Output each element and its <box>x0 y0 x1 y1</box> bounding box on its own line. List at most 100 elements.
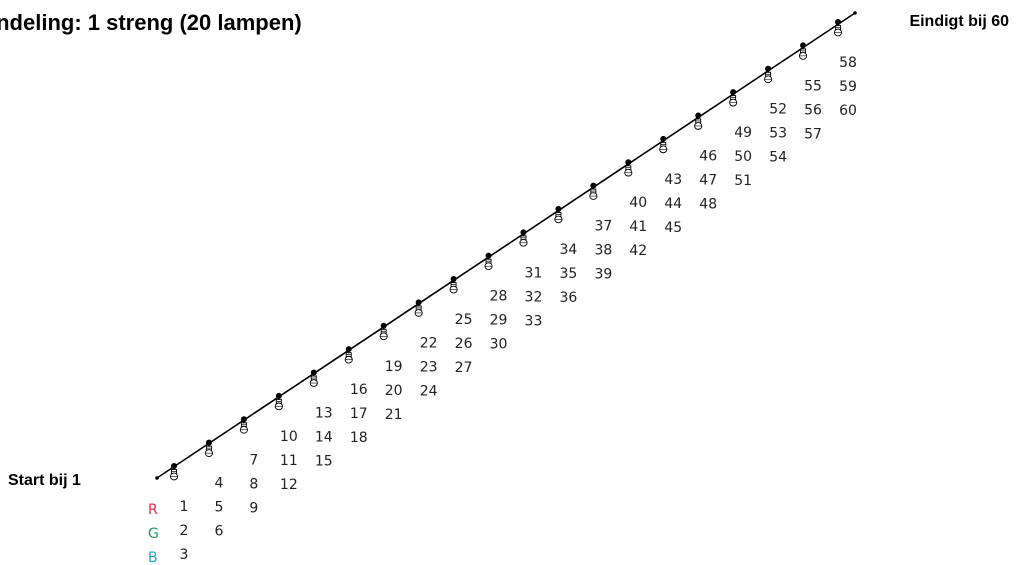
channel-number: 20 <box>385 383 403 399</box>
lamp-2: 4 5 6 <box>204 439 223 540</box>
channel-number: 37 <box>594 219 612 235</box>
bulb-icon <box>344 352 353 364</box>
bulb-icon <box>519 235 528 247</box>
channel-number: 19 <box>385 359 403 375</box>
channel-number: 51 <box>734 173 752 189</box>
channel-number: 28 <box>490 289 508 305</box>
channel-number: 54 <box>769 150 787 166</box>
channel-legend: RGB <box>148 502 159 565</box>
channel-number: 10 <box>280 429 298 445</box>
channel-number: 30 <box>490 337 508 353</box>
channel-number: 4 <box>214 476 223 492</box>
bulb-icon <box>379 328 388 341</box>
legend-channel-r: R <box>148 502 158 518</box>
channel-number: 46 <box>699 148 717 164</box>
legend-channel-g: G <box>148 526 159 542</box>
lamps-layer: 1234567891011121314151617181920212223242… <box>169 19 857 563</box>
channel-number: 22 <box>420 335 438 351</box>
channel-number: 23 <box>420 359 438 375</box>
channel-number: 60 <box>839 103 857 119</box>
channel-number: 41 <box>629 219 647 235</box>
channel-number: 14 <box>315 430 333 446</box>
lamp-3: 789 <box>239 416 258 516</box>
channel-number: 1 <box>180 499 189 515</box>
diagram-title: indeling: 1 streng (20 lampen) <box>0 10 302 35</box>
bulb-icon <box>729 95 738 107</box>
channel-number: 45 <box>664 220 682 236</box>
bulb-icon <box>554 211 563 224</box>
channel-number: 36 <box>560 290 578 306</box>
bulb-icon <box>449 282 458 294</box>
bulb-icon <box>414 305 423 317</box>
channel-number: 42 <box>629 243 647 259</box>
bulb-icon <box>694 118 703 130</box>
legend-channel-b: B <box>148 550 158 565</box>
bulb-icon <box>659 141 668 154</box>
channel-number: 47 <box>699 172 717 188</box>
channel-number: 9 <box>249 500 258 516</box>
lamp-15: 43 44 45 <box>659 135 682 236</box>
channel-number: 24 <box>420 383 438 399</box>
channel-number: 53 <box>769 126 787 142</box>
channel-number: 57 <box>804 126 822 142</box>
channel-number: 48 <box>699 196 717 212</box>
lamp-1: 1 2 3 <box>169 463 189 563</box>
channel-number: 44 <box>664 196 682 212</box>
wire-start-dot <box>155 476 159 480</box>
channel-number: 3 <box>180 547 189 563</box>
channel-number: 16 <box>350 382 368 398</box>
lamp-5: 13 14 15 <box>309 369 333 470</box>
channel-number: 33 <box>525 313 543 329</box>
bulb-icon <box>589 188 598 200</box>
bulb-icon <box>799 48 808 60</box>
channel-number: 6 <box>214 524 223 540</box>
bulb-icon <box>309 375 318 387</box>
bulb-icon <box>169 469 179 481</box>
string-wire <box>156 12 856 479</box>
channel-number: 15 <box>315 454 333 470</box>
channel-number: 55 <box>804 78 822 94</box>
lamp-7: 19 20 21 <box>379 322 403 423</box>
lamp-14: 40 41 42 <box>624 159 647 259</box>
channel-number: 7 <box>249 452 258 468</box>
channel-number: 13 <box>315 406 333 422</box>
bulb-icon <box>239 422 248 434</box>
bulb-icon <box>624 165 633 177</box>
channel-number: 31 <box>525 265 543 281</box>
wire-end-dot <box>853 11 857 15</box>
channel-number: 5 <box>214 500 223 516</box>
lamp-4: 10 11 12 <box>274 392 298 493</box>
end-label: Eindigt bij 60 <box>909 13 1009 30</box>
channel-number: 34 <box>560 242 578 258</box>
channel-number: 12 <box>280 477 298 493</box>
lamp-18: 52 53 54 <box>764 65 787 166</box>
bulb-icon <box>274 398 283 411</box>
channel-number: 2 <box>180 523 189 539</box>
channel-number: 26 <box>455 336 473 352</box>
lamp-11: 31 32 33 <box>519 229 543 329</box>
channel-number: 52 <box>769 102 787 118</box>
channel-number: 39 <box>594 267 612 283</box>
channel-number: 59 <box>839 79 857 95</box>
channel-number: 40 <box>629 195 647 211</box>
bulb-icon <box>833 25 843 37</box>
channel-number: 21 <box>385 407 403 423</box>
lamp-8: 22 23 24 <box>414 299 438 399</box>
channel-number: 43 <box>664 172 682 188</box>
lamp-12: 34 35 36 <box>554 205 578 306</box>
lamp-16: 46 47 48 <box>694 112 717 212</box>
channel-number: 35 <box>560 266 578 282</box>
start-label: Start bij 1 <box>8 472 81 489</box>
channel-number: 32 <box>525 289 543 305</box>
bulb-icon <box>484 258 493 271</box>
channel-number: 11 <box>280 453 298 469</box>
channel-number: 50 <box>734 149 752 165</box>
channel-number: 25 <box>455 312 473 328</box>
